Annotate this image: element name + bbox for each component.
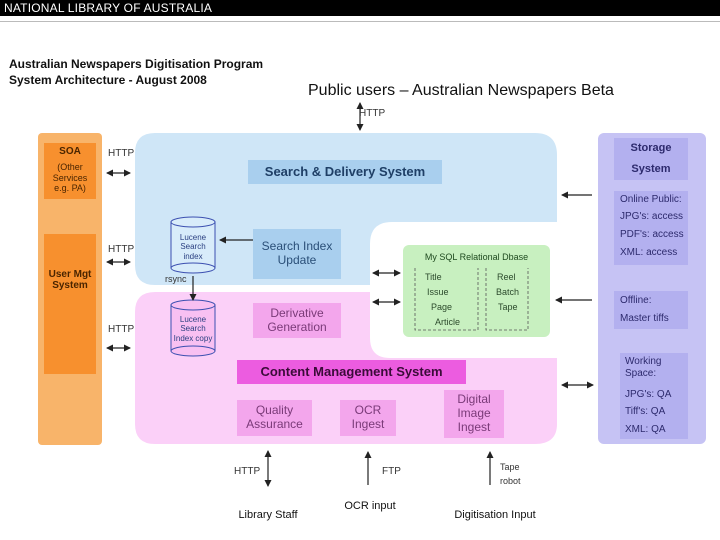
search-index-update: Search Index Update (253, 229, 341, 279)
soa-detail: (Other Services e.g. PA) (52, 162, 88, 194)
http-label-cms: HTTP (108, 324, 135, 335)
library-staff-input: Library Staff (238, 509, 298, 522)
http-label-soa: HTTP (108, 148, 135, 159)
offline-heading: Offline: (620, 295, 652, 306)
digitisation-input-label: Digitisation Input (454, 509, 536, 522)
ocr-input-label: OCR input (344, 499, 396, 512)
mysql-issue-field: Issue (427, 287, 449, 297)
ocr-ingest: OCR Ingest (340, 400, 396, 436)
mysql-panel (403, 245, 550, 337)
lucene-index-cylinder (170, 216, 216, 274)
header-divider (0, 21, 720, 22)
quality-assurance: Quality Assurance (237, 400, 312, 436)
library-name: NATIONAL LIBRARY OF AUSTRALIA (4, 1, 213, 15)
mysql-title: My SQL Relational Dbase (424, 251, 529, 262)
public-users-label: Public users – Australian Newspapers Bet… (308, 82, 614, 99)
offline-master: Master tiffs (620, 313, 669, 324)
mysql-tape-field: Tape (498, 302, 518, 312)
online-public-box: Online Public: JPG's: access PDF's: acce… (614, 191, 688, 265)
working-jpg: JPG's: QA (625, 389, 672, 400)
offline-box: Offline: Master tiffs (614, 291, 688, 329)
mysql-batch-field: Batch (496, 287, 520, 297)
working-xml: XML: QA (625, 424, 666, 435)
soa-box (44, 143, 96, 199)
online-xml: XML: access (620, 247, 678, 258)
soa-heading: SOA (59, 146, 81, 158)
user-mgt-box (44, 234, 96, 374)
search-delivery-title: Search & Delivery System (248, 160, 442, 184)
http-label-user: HTTP (108, 244, 135, 255)
online-public-heading: Online Public: (620, 194, 682, 205)
diagram-title-line2: System Architecture - August 2008 (9, 73, 207, 87)
cms-title: Content Management System (237, 360, 466, 384)
lucene-copy-label: Lucene Search Index copy (173, 315, 213, 343)
lucene-copy-cylinder (170, 299, 216, 357)
mysql-page-field: Page (431, 302, 453, 312)
mysql-reel-field: Reel (497, 272, 516, 282)
search-delivery-panel (135, 133, 557, 285)
storage-system-title: Storage System (614, 138, 688, 180)
mysql-title-field: Title (425, 272, 442, 282)
working-space-box: Working Space: JPG's: QA Tiff's: QA XML:… (620, 353, 688, 439)
library-header-bar: NATIONAL LIBRARY OF AUSTRALIA (0, 0, 720, 16)
diagram-title-line1: Australian Newspapers Digitisation Progr… (9, 57, 264, 71)
ftp-label: FTP (382, 466, 401, 477)
online-pdf: PDF's: access (620, 229, 684, 240)
http-label-public: HTTP (359, 108, 386, 119)
derivative-generation: Derivative Generation (253, 303, 341, 338)
http-label-staff: HTTP (234, 466, 261, 477)
working-tiff: Tiff's: QA (625, 406, 666, 417)
digital-image-ingest: Digital Image Ingest (444, 390, 504, 438)
user-mgt-label: User Mgt System (48, 268, 92, 292)
tape-robot-label: Tape robot (500, 462, 521, 487)
lucene-index-label: Lucene Search index (179, 233, 207, 261)
mysql-article-field: Article (435, 317, 461, 327)
working-heading: Working Space: (625, 356, 662, 379)
rsync-label: rsync (165, 274, 187, 284)
online-jpg: JPG's: access (620, 211, 684, 222)
